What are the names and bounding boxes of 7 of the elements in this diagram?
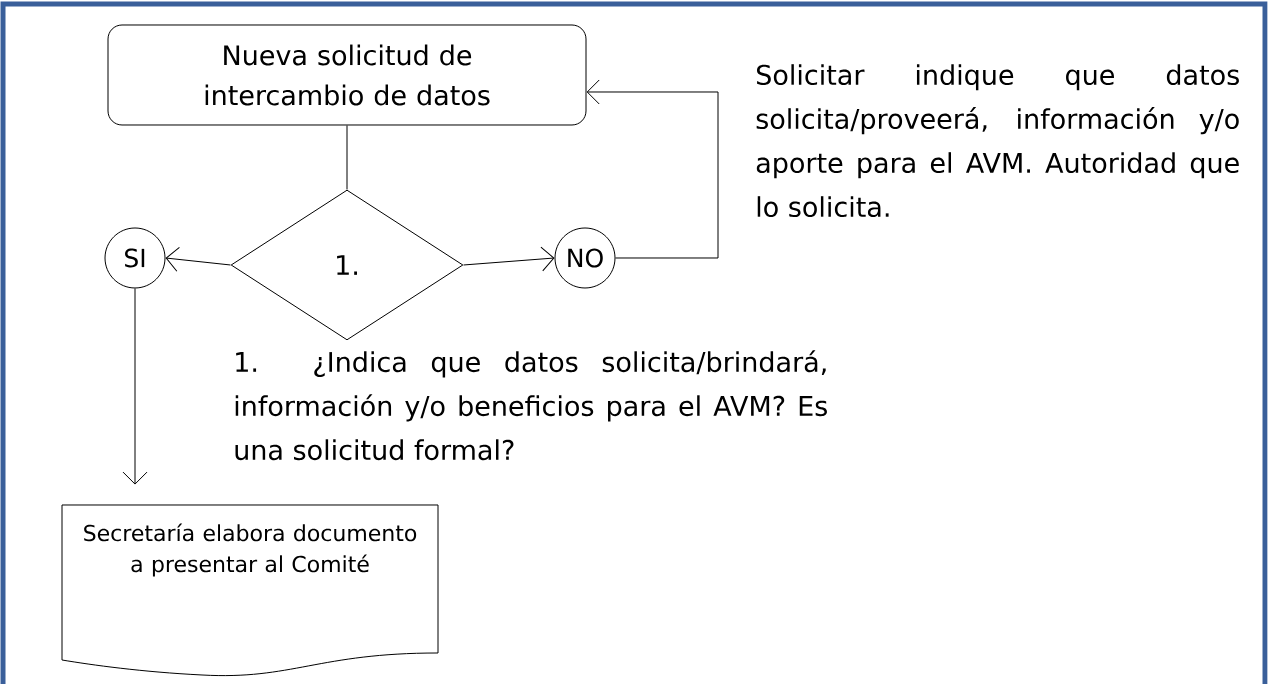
arrow	[586, 79, 719, 259]
process-box: Nueva solicitud de intercambio de datos	[107, 24, 587, 126]
note-text: Solicitar indique que datos solicita/proveerá, información y/o aporte para el AVM. Autoridad que lo solicita.	[756, 64, 1239, 218]
arrow	[463, 246, 555, 272]
arrow	[165, 246, 231, 272]
arrow	[122, 288, 148, 485]
note-text: 1. ¿Indica que datos solicita/brindará, información y/o beneficios para el AVM? Es una solicitud formal?	[235, 350, 827, 461]
